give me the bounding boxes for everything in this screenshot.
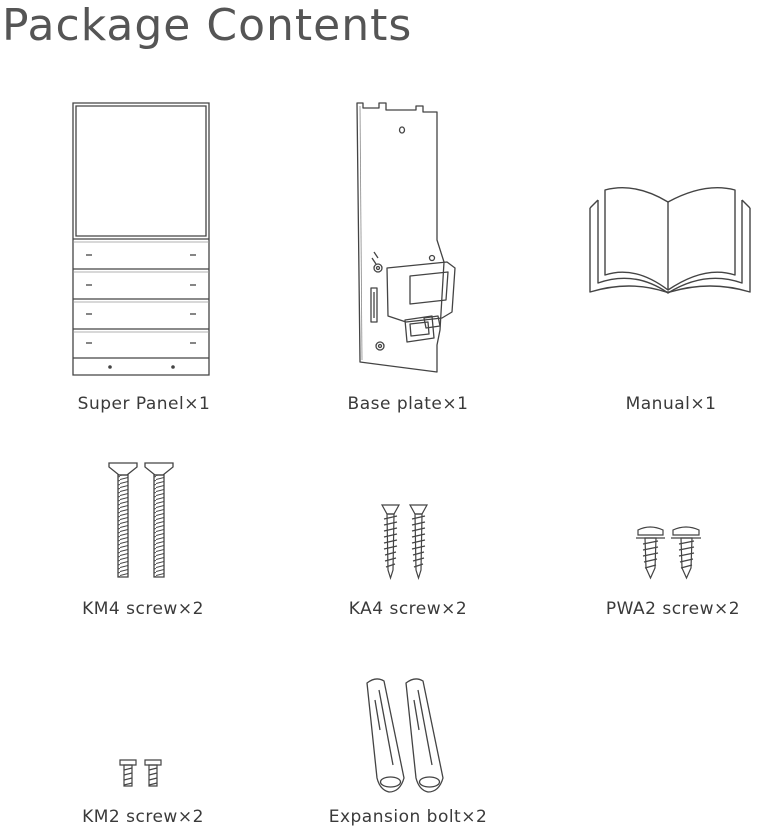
item-label: Super Panel×1: [77, 394, 211, 414]
item-label: KM2 screw×2: [82, 807, 204, 827]
item-label: Manual×1: [625, 394, 717, 414]
item-label: KM4 screw×2: [82, 599, 204, 619]
page-title: Package Contents: [2, 0, 413, 51]
item-label: Expansion bolt×2: [328, 807, 488, 827]
item-label: Base plate×1: [347, 394, 469, 414]
item-label: KA4 screw×2: [348, 599, 468, 619]
item-label: PWA2 screw×2: [605, 599, 741, 619]
